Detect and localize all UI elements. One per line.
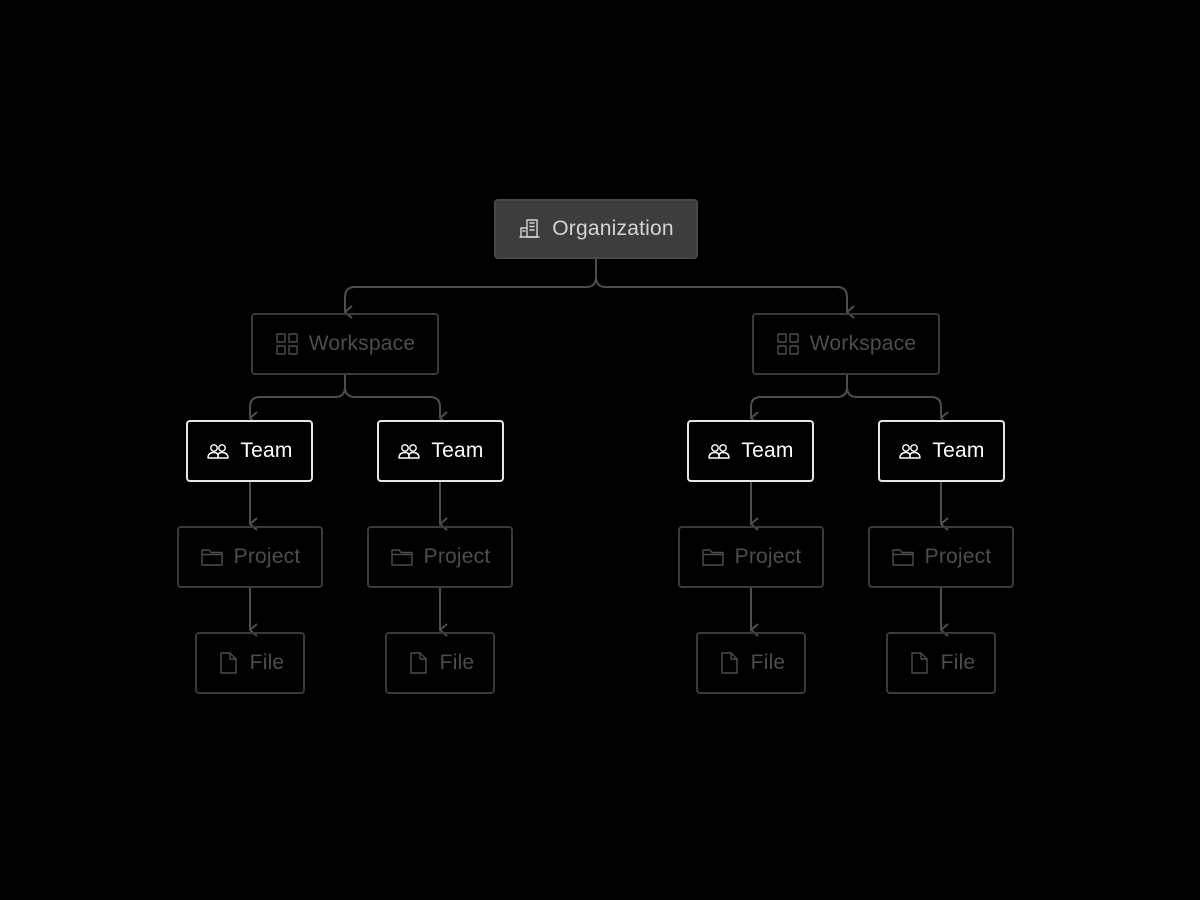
workspace-node-left[interactable]: Workspace [251,313,439,375]
folder-icon [891,545,915,569]
project-label: Project [233,545,301,568]
workspace-label: Workspace [308,332,416,355]
file-node-4[interactable]: File [886,632,996,694]
file-label: File [940,651,976,674]
organization-label: Organization [552,217,674,240]
people-icon [707,439,731,463]
team-label: Team [932,439,985,462]
connector-workspace-left-team-1 [249,375,346,418]
project-node-2[interactable]: Project [367,526,513,588]
project-node-1[interactable]: Project [177,526,323,588]
team-node-3[interactable]: Team [687,420,814,482]
file-node-2[interactable]: File [385,632,495,694]
workspace-label: Workspace [809,332,917,355]
project-label: Project [924,545,992,568]
connector-org-workspace-left [344,259,597,312]
folder-icon [390,545,414,569]
connector-workspace-left-team-2 [344,375,440,418]
grid-icon [275,332,299,356]
file-icon [907,651,931,675]
file-icon [216,651,240,675]
team-node-1[interactable]: Team [186,420,313,482]
connector-org-workspace-right [595,259,847,312]
connector-workspace-right-team-3 [750,375,848,418]
folder-icon [701,545,725,569]
project-node-4[interactable]: Project [868,526,1014,588]
team-node-2[interactable]: Team [377,420,504,482]
file-node-3[interactable]: File [696,632,806,694]
team-label: Team [240,439,293,462]
building-icon [518,217,542,241]
file-label: File [249,651,285,674]
people-icon [898,439,922,463]
connector-workspace-right-team-4 [846,375,941,418]
folder-icon [200,545,224,569]
team-label: Team [741,439,794,462]
people-icon [397,439,421,463]
project-label: Project [734,545,802,568]
organization-node[interactable]: Organization [494,199,698,259]
grid-icon [776,332,800,356]
project-label: Project [423,545,491,568]
file-icon [406,651,430,675]
team-node-4[interactable]: Team [878,420,1005,482]
people-icon [206,439,230,463]
team-label: Team [431,439,484,462]
file-label: File [439,651,475,674]
file-icon [717,651,741,675]
file-label: File [750,651,786,674]
project-node-3[interactable]: Project [678,526,824,588]
workspace-node-right[interactable]: Workspace [752,313,940,375]
file-node-1[interactable]: File [195,632,305,694]
